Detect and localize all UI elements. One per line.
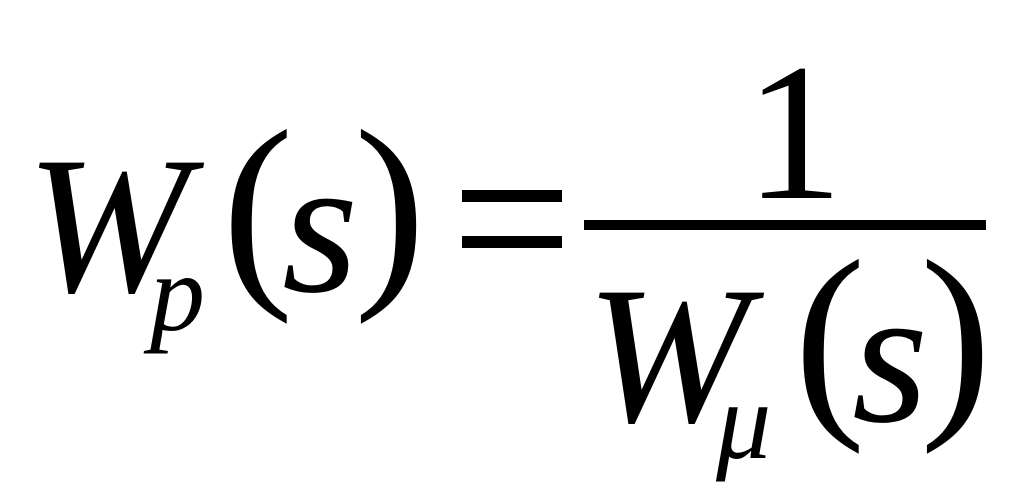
denominator-subscript: μ bbox=[716, 360, 772, 482]
denominator-argument: s bbox=[852, 247, 929, 464]
denominator-close-paren: ) bbox=[920, 216, 992, 455]
lhs-close-paren: ) bbox=[354, 86, 426, 325]
lhs-open-paren: ( bbox=[222, 86, 294, 325]
fraction-numerator: 1 bbox=[745, 24, 843, 241]
denominator-open-paren: ( bbox=[794, 216, 866, 455]
lhs-subscript: p bbox=[150, 232, 205, 354]
lhs-argument: s bbox=[282, 117, 359, 334]
denominator-function-symbol: W bbox=[586, 247, 750, 464]
equals-sign-bottom-bar bbox=[462, 236, 562, 248]
equals-sign-top-bar bbox=[462, 190, 562, 202]
fraction-bar bbox=[584, 220, 986, 230]
lhs-function-symbol: W bbox=[26, 117, 190, 334]
